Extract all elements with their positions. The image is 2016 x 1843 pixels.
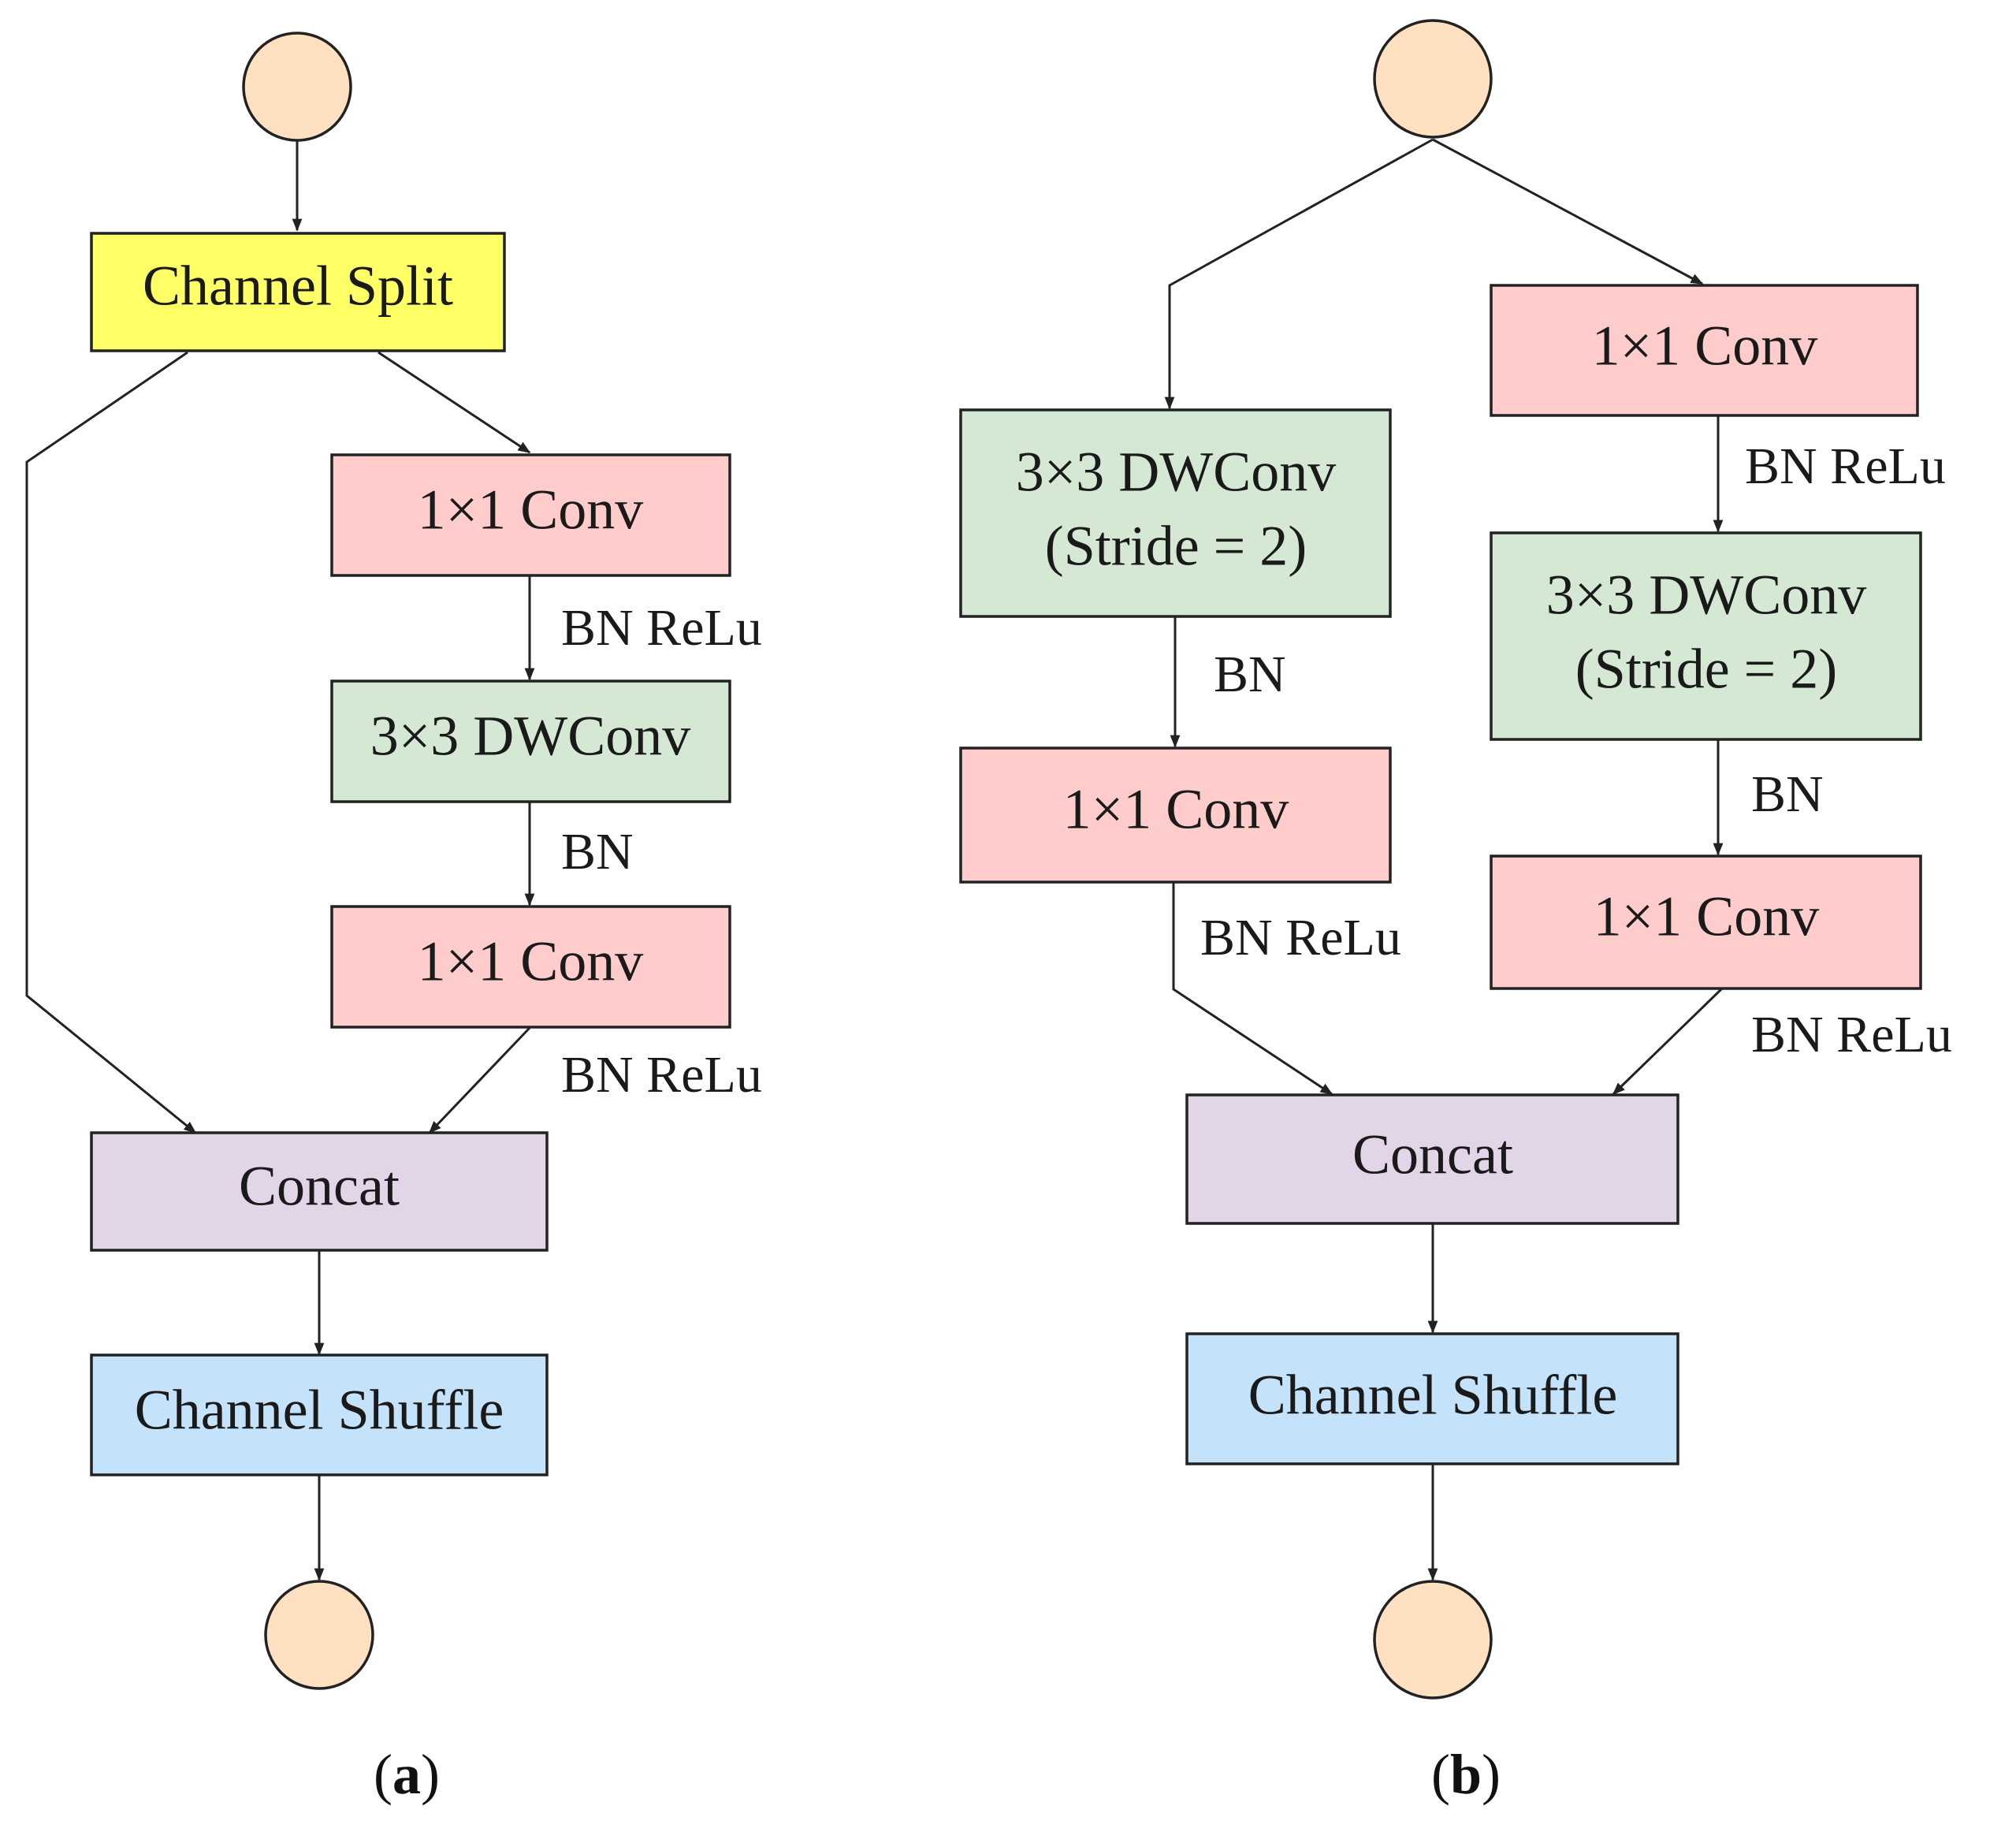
panel-a-input-node <box>242 32 352 142</box>
panel-a-output-node <box>264 1580 374 1690</box>
panel-b-caption: (b) <box>1431 1743 1501 1806</box>
edge-b-right-conv2-to-concat <box>1612 988 1723 1096</box>
panel-b-left-conv-label: 1×1 Conv <box>1063 778 1289 841</box>
panel-b: 3×3 DWConv (Stride = 2) 1×1 Conv 1×1 Con… <box>959 19 1952 1806</box>
panel-b-input-node <box>1373 19 1493 139</box>
panel-b-edge-label-left-bn-relu: BN ReLu <box>1200 909 1401 966</box>
panel-b-concat-label: Concat <box>1352 1123 1513 1186</box>
panel-b-right-conv2-box <box>1490 854 1922 990</box>
panel-a-edge-label-bn-relu-2: BN ReLu <box>561 1046 762 1104</box>
panel-a-caption: (a) <box>374 1743 440 1806</box>
panel-a-channel-split-label: Channel Split <box>143 255 453 318</box>
panel-b-right-conv1-box <box>1490 284 1919 417</box>
panel-a-edge-label-bn-relu-1: BN ReLu <box>561 599 762 657</box>
panel-b-left-dwconv-box <box>959 408 1392 618</box>
panel-b-right-dwconv-label-line2: (Stride = 2) <box>1575 638 1838 701</box>
panel-a-channel-shuffle-label: Channel Shuffle <box>135 1379 504 1442</box>
edge-a-split-to-conv1 <box>378 351 531 454</box>
panel-b-right-dwconv-label-line1: 3×3 DWConv <box>1546 564 1867 627</box>
panel-a-conv2-box <box>330 905 731 1029</box>
panel-a-edge-label-bn: BN <box>561 823 634 881</box>
panel-b-concat-box <box>1185 1093 1679 1225</box>
panel-b-edge-label-right-bn-relu-1: BN ReLu <box>1745 437 1946 495</box>
panel-a-channel-split-box <box>90 232 506 352</box>
panel-b-left-conv-box <box>959 747 1392 884</box>
panel-b-edge-label-right-bn-relu-2: BN ReLu <box>1751 1006 1952 1063</box>
panel-b-edge-label-right-bn: BN <box>1751 765 1824 823</box>
panel-a-concat-label: Concat <box>239 1155 400 1218</box>
panel-b-right-conv1-label: 1×1 Conv <box>1592 315 1818 378</box>
panel-a-conv1-box <box>330 453 731 577</box>
panel-a-concat-box <box>90 1131 549 1252</box>
panel-a-conv1-label: 1×1 Conv <box>418 478 644 542</box>
panel-a-conv2-label: 1×1 Conv <box>418 930 644 993</box>
edge-b-left-conv-to-concat <box>1172 882 1333 1096</box>
panel-b-left-dwconv-label-line2: (Stride = 2) <box>1045 515 1307 578</box>
panel-b-right-dwconv-box <box>1490 531 1922 741</box>
panel-b-edge-label-left-bn: BN <box>1214 646 1286 703</box>
panel-b-channel-shuffle-box <box>1185 1332 1679 1465</box>
edge-b-input-to-left-dwconv <box>1164 138 1434 410</box>
panel-a-dwconv-label: 3×3 DWConv <box>370 705 691 768</box>
edge-a-split-to-concat-shortcut <box>25 351 197 1134</box>
panel-a: Channel Split 1×1 Conv 3×3 DWConv 1×1 Co… <box>25 32 762 1806</box>
panel-a-channel-shuffle-box <box>90 1353 549 1476</box>
edge-b-input-to-right-conv1 <box>1432 138 1704 285</box>
panel-b-channel-shuffle-label: Channel Shuffle <box>1248 1364 1618 1427</box>
panel-b-right-conv2-label: 1×1 Conv <box>1594 885 1820 948</box>
panel-b-left-dwconv-label-line1: 3×3 DWConv <box>1016 441 1337 504</box>
panel-a-dwconv-box <box>330 679 731 803</box>
panel-b-output-node <box>1373 1580 1493 1700</box>
edge-a-conv2-to-concat <box>428 1026 531 1134</box>
